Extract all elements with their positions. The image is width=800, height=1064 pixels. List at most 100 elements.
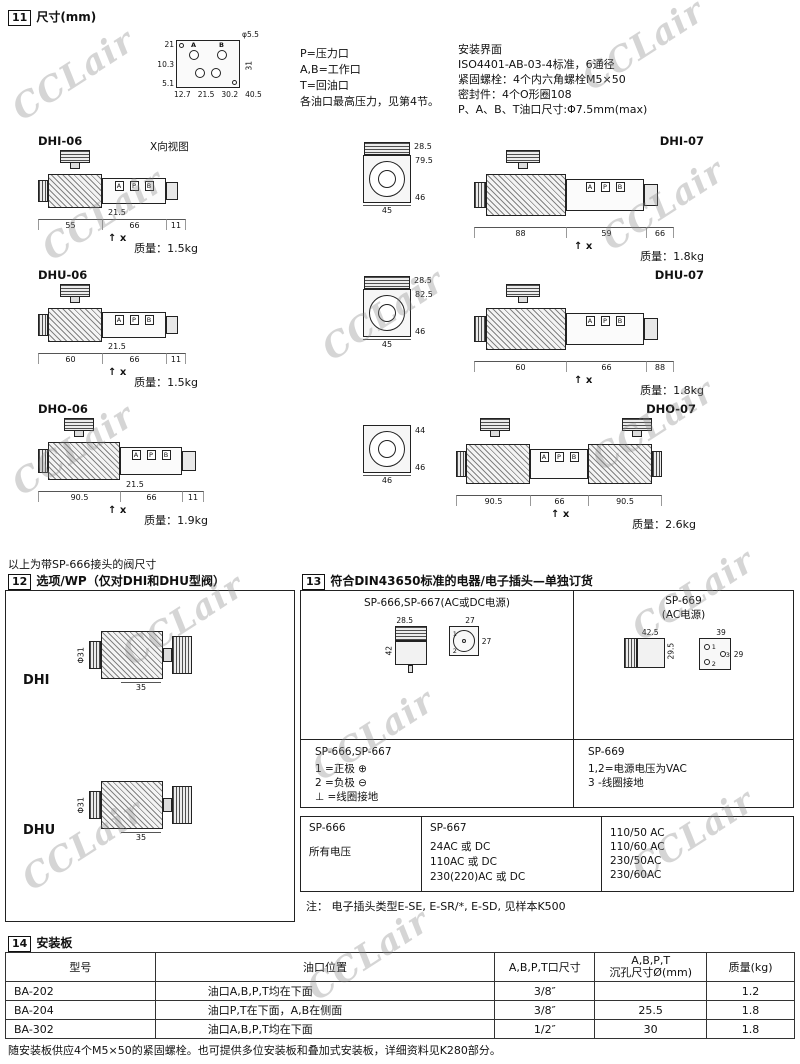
- table-row: BA-204 油口P,T在下面，A,B在侧面 3/8″ 25.5 1.8: [5, 1000, 795, 1020]
- dimension-label: 40.5: [245, 90, 262, 99]
- sp666-front-view: 27 1 2 27: [448, 616, 491, 656]
- connector: [506, 150, 540, 169]
- pin-assignment-lines: 1 =正极 ⊕2 =负极 ⊖⊥ =线圈接地: [315, 762, 565, 804]
- x-view-label: X向视图: [150, 141, 189, 153]
- width-dimension-label: 45: [363, 205, 411, 215]
- dimension-label: 46: [415, 193, 426, 202]
- dimension-label: 66: [102, 219, 166, 230]
- connector-face: 1 2: [448, 626, 479, 656]
- connector-cap: [172, 786, 192, 824]
- connector-pin: [408, 665, 414, 673]
- cell-counterbore: 25.5: [594, 1000, 708, 1020]
- x-label: x: [562, 509, 570, 520]
- dimension-label: 5.1: [162, 79, 174, 88]
- cell-mass: 1.2: [706, 981, 795, 1001]
- sp666-pin-assignment: SP-666,SP-667 1 =正极 ⊕2 =负极 ⊖⊥ =线圈接地: [301, 739, 573, 808]
- solenoid-coil: [48, 308, 102, 342]
- cell-port-location: 油口A,B,P,T均在下面: [154, 1019, 496, 1039]
- connector-neck: [518, 297, 528, 303]
- coil-front-view: [363, 425, 411, 473]
- up-arrow-icon: ↑: [108, 367, 117, 378]
- connector: [60, 284, 90, 303]
- bolt-hole: [232, 80, 237, 85]
- end-cap: [644, 184, 658, 206]
- port-hole: [195, 68, 205, 78]
- up-arrow-icon: ↑: [574, 241, 583, 252]
- end-cap: [644, 318, 658, 340]
- dimension-label: 66: [566, 361, 646, 372]
- options-box: DHI Φ31 35 DHU Φ31 35: [5, 590, 295, 922]
- legend-line: P=压力口: [300, 47, 349, 60]
- dimension-label: 11: [182, 491, 204, 502]
- dimension-label: 29: [733, 649, 744, 659]
- manual-override-knob: [89, 641, 101, 669]
- info-line: 紧固螺栓：4个内六角螺栓M5×50: [458, 73, 626, 86]
- front-view-row2: 28.5 82.5 46 45: [336, 276, 456, 349]
- dimension-label: 60: [474, 361, 566, 372]
- cell-mass: 1.8: [706, 1019, 795, 1039]
- valve-side-view: A P B: [38, 418, 208, 480]
- x-label: x: [119, 367, 127, 378]
- dimension-label: 28.5: [414, 276, 432, 285]
- port-hole: [189, 50, 199, 60]
- dimension-label: 11: [166, 353, 186, 364]
- connector-cap: [60, 284, 90, 297]
- voltage-value: 230/50AC: [610, 855, 662, 867]
- page-footnote: 随安装板供应4个M5×50的紧固螺栓。也可提供多位安装板和叠加式安装板，详细资料…: [8, 1044, 501, 1057]
- cell-counterbore: [594, 981, 708, 1001]
- dimension-label: 28.5: [396, 616, 414, 625]
- pin-assignment-title: SP-669: [588, 746, 625, 758]
- pin-line: 1,2=电源电压为VAC: [588, 763, 687, 775]
- cell-model: BA-302: [5, 1019, 156, 1039]
- dimension-label: 82.5: [415, 290, 433, 299]
- port-hole: [217, 50, 227, 60]
- port-p-label: P: [554, 452, 564, 462]
- column-header-port-size: A,B,P,T口尺寸: [494, 952, 596, 982]
- port-a-label: A: [191, 41, 197, 49]
- manual-override-knob: [38, 314, 48, 336]
- end-cap: [166, 316, 178, 334]
- connector-type-title: SP-666,SP-667(AC或DC电源): [364, 597, 510, 609]
- width-dimension-label: 45: [363, 339, 411, 349]
- valve-body: A P B: [530, 449, 588, 479]
- rotated-connector-drawing: Φ31: [73, 781, 281, 829]
- solenoid-coil: [101, 631, 163, 679]
- connector-cap: [64, 418, 94, 431]
- cell-model: BA-202: [5, 981, 156, 1001]
- height-dimension-labels: 79.5 46: [415, 155, 433, 203]
- sp669-side-view: 42.5 29.5: [623, 628, 677, 668]
- dimension-label: 29.5: [666, 642, 676, 659]
- connector-neck: [70, 163, 80, 169]
- width-dimension-label: 35: [121, 832, 161, 842]
- dimension-label: 79.5: [415, 156, 433, 165]
- pin-2: [703, 659, 710, 665]
- mass-label: 质量：2.6kg: [632, 518, 696, 531]
- mass-label: 质量：1.9kg: [144, 514, 208, 527]
- info-line: ISO4401-AB-03-4标准，6通径: [458, 58, 615, 71]
- valve-body: A P B: [566, 179, 644, 211]
- legend-line: 各油口最高压力，见第4节。: [300, 95, 439, 108]
- manual-override-knob: [652, 451, 662, 477]
- bolt-hole: [179, 43, 184, 48]
- pin-1-label: 1: [452, 630, 457, 638]
- option-valve-label: DHU: [23, 823, 56, 838]
- pin-1-label: 1: [711, 643, 716, 651]
- manual-override-knob: [38, 180, 48, 202]
- valve-side-view: A P B: [38, 284, 198, 342]
- pin-1: [703, 644, 710, 650]
